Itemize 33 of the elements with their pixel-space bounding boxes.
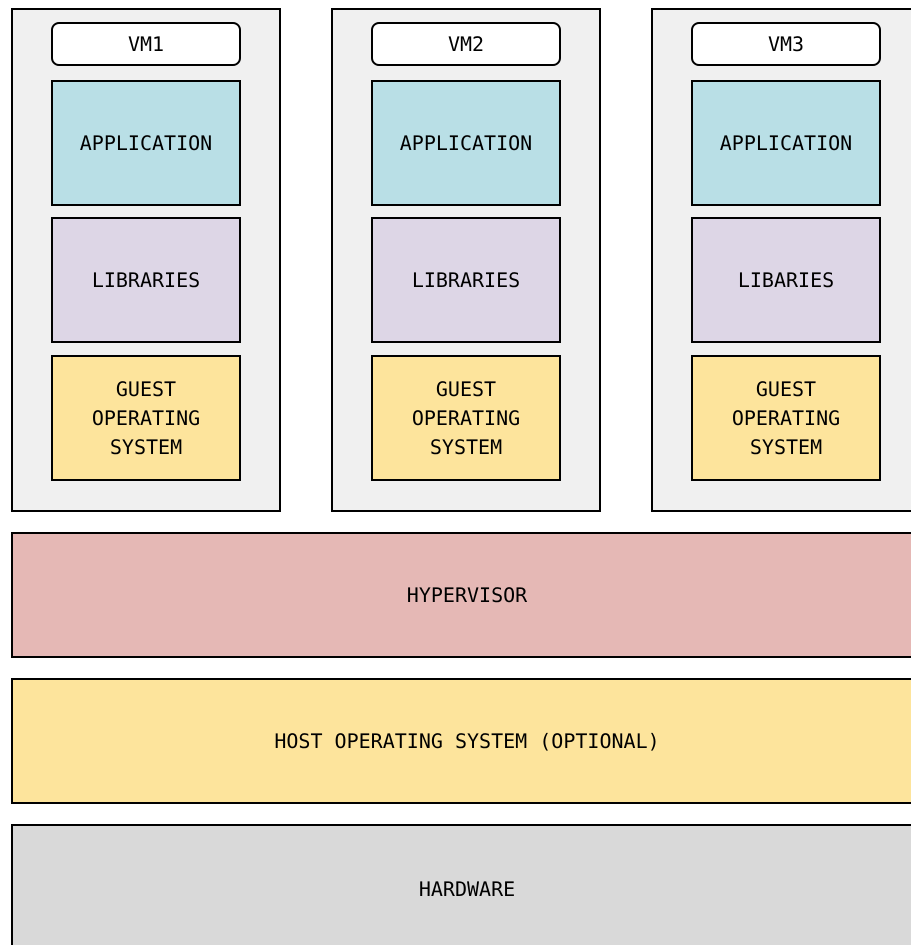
- operating-system-layer: [51, 355, 241, 481]
- layer-label: HARDWARE: [418, 876, 516, 902]
- layer-label: APPLICATION: [80, 130, 212, 156]
- operating-system-layer: [11, 678, 911, 804]
- application-layer: [51, 80, 241, 206]
- layer-label: APPLICATION: [400, 130, 532, 156]
- vm-container: [331, 8, 601, 512]
- libraries-layer: [371, 217, 561, 343]
- operating-system-layer: [691, 355, 881, 481]
- hardware-layer: [11, 824, 911, 945]
- vm-container: [11, 8, 281, 512]
- layer-label: HYPERVISOR: [406, 582, 528, 608]
- layer-label: LIBARIES: [738, 266, 834, 294]
- vm-container: [651, 8, 911, 512]
- operating-system-layer: [371, 355, 561, 481]
- vm-name: VM3: [768, 30, 804, 58]
- vm-label-box: [51, 22, 241, 66]
- layer-label: LIBRARIES: [412, 266, 520, 294]
- layer-label: LIBRARIES: [92, 266, 200, 294]
- hypervisor-layer: [11, 532, 911, 658]
- vm-name: VM1: [128, 30, 164, 58]
- vm-label-box: [371, 22, 561, 66]
- vm-name: VM2: [448, 30, 484, 58]
- layer-label: GUEST OPERATING SYSTEM: [90, 376, 202, 460]
- application-layer: [691, 80, 881, 206]
- libraries-layer: [51, 217, 241, 343]
- layer-label: GUEST OPERATING SYSTEM: [730, 376, 842, 460]
- vm-label-box: [691, 22, 881, 66]
- layer-label: HOST OPERATING SYSTEM (OPTIONAL): [274, 728, 660, 754]
- layer-label: GUEST OPERATING SYSTEM: [410, 376, 522, 460]
- application-layer: [371, 80, 561, 206]
- libraries-layer: [691, 217, 881, 343]
- layer-label: APPLICATION: [720, 130, 852, 156]
